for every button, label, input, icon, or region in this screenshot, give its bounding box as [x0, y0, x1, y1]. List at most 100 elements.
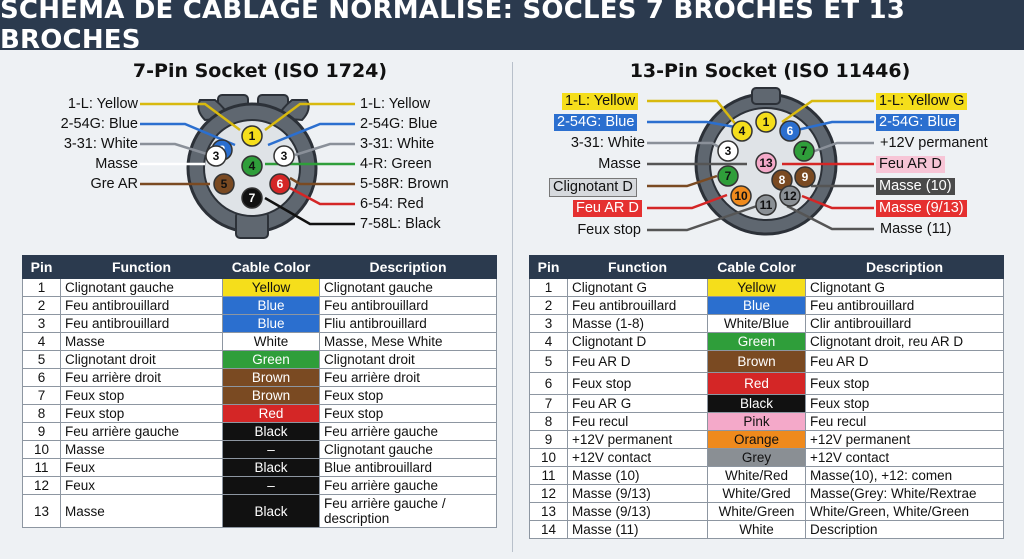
- svg-text:13: 13: [759, 156, 773, 170]
- description-cell: Feu arrière gauche / description: [319, 494, 497, 528]
- svg-text:8: 8: [779, 173, 786, 187]
- pin-cell: 13: [529, 502, 568, 521]
- seven-left-label-5: Gre AR: [90, 176, 138, 192]
- pin-cell: 4: [22, 332, 61, 351]
- thirteen-header-description: Description: [805, 255, 1004, 279]
- function-cell: Masse: [60, 332, 223, 351]
- function-cell: Clignotant gauche: [60, 278, 223, 297]
- seven-left-label-1: 1-L: Yellow: [67, 96, 138, 112]
- thirteen-right-label-2: 2-54G: Blue: [876, 114, 960, 131]
- thirteen-left-label-1: 1-L: Yellow: [562, 93, 639, 110]
- page-title: SCHÉMA DE CÂBLAGE NORMALISÉ: SOCLES 7 BR…: [0, 0, 1024, 55]
- pin-cell: 6: [529, 372, 568, 395]
- cable-color-cell: White: [707, 520, 806, 539]
- pin-cell: 13: [22, 494, 61, 528]
- svg-text:10: 10: [734, 189, 748, 203]
- seven-pin-wires-right: [264, 102, 355, 226]
- seven-pin-3-right: 3: [273, 145, 295, 167]
- thirteen-pin-9: 9: [794, 166, 816, 188]
- pin-cell: 12: [529, 484, 568, 503]
- seven-pin-1: 1: [241, 125, 263, 147]
- cable-color-cell: White/Gred: [707, 484, 806, 503]
- cable-color-cell: Orange: [707, 430, 806, 449]
- svg-text:4: 4: [249, 159, 256, 173]
- thirteen-left-label-6: Feu AR D: [573, 200, 642, 217]
- description-cell: Feu arrière droit: [319, 368, 497, 387]
- seven-pin-5: 5: [213, 173, 235, 195]
- pin-cell: 7: [529, 394, 568, 413]
- pin-cell: 6: [22, 368, 61, 387]
- description-cell: Feu recul: [805, 412, 1004, 431]
- seven-left-label-4: Masse: [95, 156, 138, 172]
- svg-text:7: 7: [249, 191, 256, 205]
- pin-cell: 3: [529, 314, 568, 333]
- function-cell: Feu antibrouillard: [60, 296, 223, 315]
- cable-color-cell: Black: [222, 458, 320, 477]
- function-cell: Feu AR G: [567, 394, 708, 413]
- description-cell: Masse, Mese White: [319, 332, 497, 351]
- thirteen-pin-subtitle: 13-Pin Socket (ISO 11446): [629, 60, 911, 82]
- seven-left-label-3: 3-31: White: [63, 136, 138, 152]
- pin-cell: 8: [22, 404, 61, 423]
- cable-color-cell: Black: [222, 422, 320, 441]
- seven-right-label-7: 7-58L: Black: [360, 216, 441, 232]
- function-cell: +12V permanent: [567, 430, 708, 449]
- pin-cell: 3: [22, 314, 61, 333]
- seven-right-label-2: 2-54G: Blue: [360, 116, 438, 132]
- pin-cell: 11: [529, 466, 568, 485]
- pin-cell: 9: [22, 422, 61, 441]
- cable-color-cell: Yellow: [222, 278, 320, 297]
- thirteen-left-label-7: Feux stop: [577, 222, 641, 238]
- thirteen-pin-11: 11: [755, 194, 777, 216]
- description-cell: Fliu antibrouillard: [319, 314, 497, 333]
- description-cell: Feu arrière gauche: [319, 422, 497, 441]
- svg-text:7: 7: [801, 144, 808, 158]
- cable-color-cell: Blue: [707, 296, 806, 315]
- thirteen-right-label-7: Masse (11): [880, 221, 952, 237]
- pin-cell: 14: [529, 520, 568, 539]
- pin-cell: 9: [529, 430, 568, 449]
- cable-color-cell: –: [222, 476, 320, 495]
- thirteen-left-label-4: Masse: [598, 156, 641, 172]
- description-cell: Clir antibrouillard: [805, 314, 1004, 333]
- thirteen-pin-7-right: 7: [793, 140, 815, 162]
- description-cell: Clignotant G: [805, 278, 1004, 297]
- thirteen-header-cable-color: Cable Color: [707, 255, 806, 279]
- cable-color-cell: Black: [707, 394, 806, 413]
- description-cell: Feux stop: [319, 386, 497, 405]
- cable-color-cell: Red: [707, 372, 806, 395]
- cable-color-cell: White/Red: [707, 466, 806, 485]
- thirteen-pin-12: 12: [779, 185, 801, 207]
- function-cell: Feux: [60, 458, 223, 477]
- function-cell: Feux stop: [567, 372, 708, 395]
- pin-cell: 10: [22, 440, 61, 459]
- svg-text:1: 1: [249, 129, 256, 143]
- thirteen-pin-7-left: 7: [717, 165, 739, 187]
- cable-color-cell: Green: [222, 350, 320, 369]
- description-cell: Clignotant gauche: [319, 440, 497, 459]
- description-cell: +12V permanent: [805, 430, 1004, 449]
- seven-pin-7: 7: [241, 187, 263, 209]
- cable-color-cell: Brown: [222, 386, 320, 405]
- description-cell: +12V contact: [805, 448, 1004, 467]
- description-cell: Description: [805, 520, 1004, 539]
- pin-cell: 7: [22, 386, 61, 405]
- thirteen-pin-4: 4: [731, 120, 753, 142]
- cable-color-cell: White/Green: [707, 502, 806, 521]
- cable-color-cell: Brown: [222, 368, 320, 387]
